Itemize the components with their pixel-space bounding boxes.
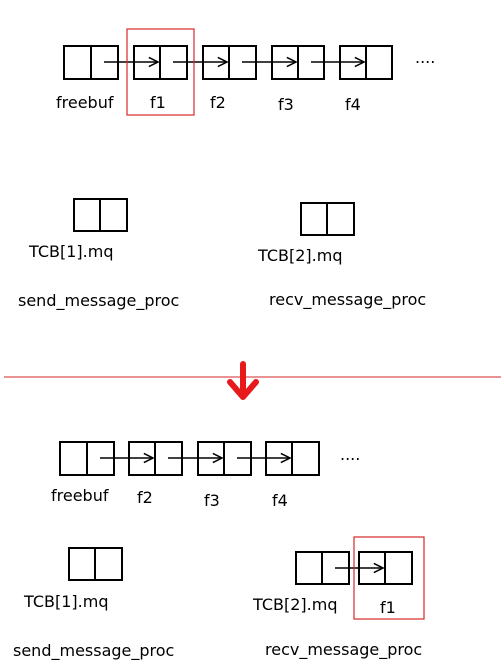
bottom-panel: freebuf f2 f3 f4 .... TCB[1].mq TCB[2].m… <box>13 441 425 661</box>
label-f2-bottom: f2 <box>137 488 153 507</box>
label-tcb2-mq-bottom: TCB[2].mq <box>252 595 337 614</box>
label-f4-top: f4 <box>345 95 361 114</box>
highlight-f1-bottom <box>353 536 425 620</box>
label-freebuf-bottom: freebuf <box>51 486 109 505</box>
label-tcb1-mq-top: TCB[1].mq <box>28 242 113 261</box>
label-tcb1-mq-bottom: TCB[1].mq <box>23 592 108 611</box>
node-tcb1-mq-bottom <box>68 547 123 581</box>
highlight-f1-top <box>126 28 195 116</box>
ellipsis-bottom: .... <box>340 445 360 464</box>
label-f3-bottom: f3 <box>204 491 220 510</box>
label-f4-bottom: f4 <box>272 491 288 510</box>
node-tcb1-mq-top <box>73 198 128 232</box>
label-recv-proc-bottom: recv_message_proc <box>265 640 422 660</box>
transition-arrow-icon <box>227 361 259 400</box>
node-tcb2-mq-top <box>300 202 355 236</box>
label-tcb2-mq-top: TCB[2].mq <box>257 246 342 265</box>
label-f2-top: f2 <box>210 93 226 112</box>
ellipsis-top: .... <box>415 48 435 67</box>
label-send-proc-bottom: send_message_proc <box>13 641 174 661</box>
label-freebuf-top: freebuf <box>56 93 114 112</box>
label-f3-top: f3 <box>278 95 294 114</box>
label-recv-proc-top: recv_message_proc <box>269 290 426 310</box>
top-panel: freebuf f1 f2 f3 f4 .... TCB[1].mq TCB[2… <box>18 28 435 311</box>
label-f1-bottom: f1 <box>380 598 396 617</box>
label-f1-top: f1 <box>150 93 166 112</box>
label-send-proc-top: send_message_proc <box>18 291 179 311</box>
